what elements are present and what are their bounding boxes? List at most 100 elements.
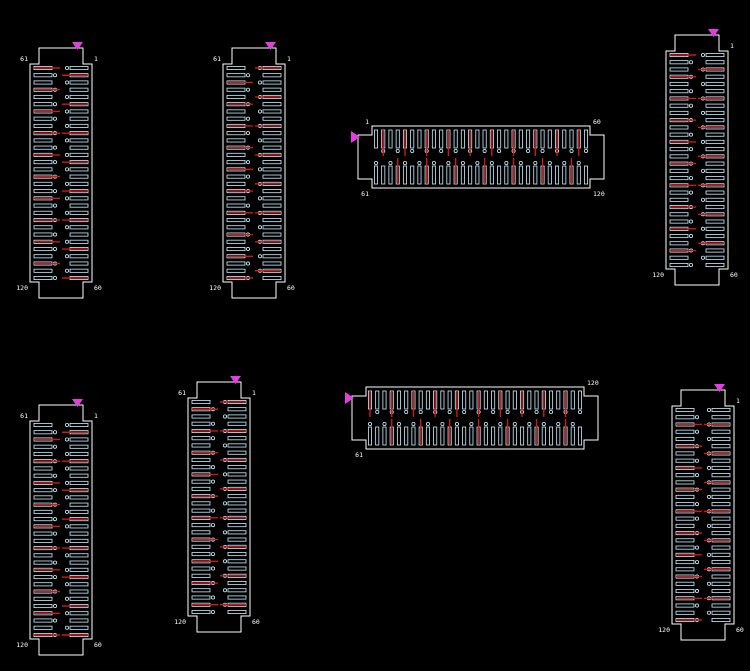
pin-pad [33, 145, 53, 150]
via [65, 167, 70, 172]
pin-pad [33, 495, 53, 500]
pin-pad [191, 486, 211, 491]
via [541, 421, 546, 426]
pin-pad [669, 168, 689, 173]
pin-pad [669, 125, 689, 130]
via [701, 139, 706, 144]
via [695, 516, 700, 521]
via [53, 203, 58, 208]
pin-pad [191, 566, 211, 571]
pin-pad [675, 494, 695, 499]
pin-pad [69, 589, 89, 594]
via [65, 225, 70, 230]
pin-pad [262, 218, 282, 223]
pin-pad [440, 426, 445, 446]
pin-pad [69, 502, 89, 507]
via [210, 552, 215, 557]
pin-pad [453, 129, 458, 149]
pin-number-label: 60 [94, 284, 102, 292]
via [689, 262, 694, 267]
pin-pad [33, 430, 53, 435]
pin-pad [711, 494, 731, 499]
pin-number-label: 61 [355, 451, 363, 459]
pin-pad [69, 611, 89, 616]
pin-pad [69, 203, 89, 208]
pin-pad [227, 552, 247, 557]
pin-pad [705, 205, 725, 210]
pin-pad [669, 190, 689, 195]
pin-pad [69, 567, 89, 572]
via [402, 160, 407, 165]
pin-pad [578, 426, 583, 446]
via [245, 247, 250, 252]
via [701, 110, 706, 115]
pin-pad [705, 139, 725, 144]
pin-pad [69, 254, 89, 259]
pin-pad [69, 109, 89, 114]
via [53, 444, 58, 449]
pin-pad [33, 596, 53, 601]
pin-pad [226, 174, 246, 179]
via [701, 81, 706, 86]
via [439, 148, 444, 153]
pin-pad [396, 426, 401, 446]
pin-pad [527, 390, 532, 410]
via [210, 610, 215, 615]
pin-pad [675, 480, 695, 485]
pin-pad [191, 552, 211, 557]
via [533, 160, 538, 165]
pin-pad [33, 422, 53, 427]
via [498, 421, 503, 426]
via [222, 588, 227, 593]
pin-pad [669, 255, 689, 260]
via [518, 160, 523, 165]
pin-pad [226, 131, 246, 136]
pin-pad [711, 603, 731, 608]
pin-pad [227, 559, 247, 564]
pin-pad [69, 87, 89, 92]
pin-1-marker-icon [230, 376, 241, 384]
via [707, 436, 712, 441]
via [570, 421, 575, 426]
pin-pad [469, 426, 474, 446]
pin-pad [411, 426, 416, 446]
via [53, 160, 58, 165]
via [695, 603, 700, 608]
pin-pad [191, 573, 211, 578]
via [65, 80, 70, 85]
pin-pad [404, 426, 409, 446]
via [245, 261, 250, 266]
pin-pad [226, 261, 246, 266]
pin-pad [518, 129, 523, 149]
via [53, 531, 58, 536]
via [257, 138, 262, 143]
via [245, 174, 250, 179]
pin-pad [382, 426, 387, 446]
via [53, 116, 58, 121]
pin-pad [669, 147, 689, 152]
pin-pad [33, 73, 53, 78]
via [701, 168, 706, 173]
pin-1-marker-icon [72, 399, 83, 407]
pin-pad [410, 129, 415, 149]
pin-pad [33, 560, 53, 565]
pin-pad [33, 80, 53, 85]
via [504, 160, 509, 165]
via [707, 465, 712, 470]
pin-pad [705, 89, 725, 94]
pin-pad [711, 458, 731, 463]
via [689, 190, 694, 195]
pin-pad [69, 618, 89, 623]
via [65, 582, 70, 587]
pin-number-label: 61 [20, 55, 28, 63]
via [396, 421, 401, 426]
pin-pad [504, 165, 509, 185]
pin-pad [69, 553, 89, 558]
pin-pad [262, 174, 282, 179]
pin-number-label: 120 [209, 284, 221, 292]
via [65, 611, 70, 616]
via [65, 152, 70, 157]
pin-pad [33, 451, 53, 456]
pin-pad [69, 145, 89, 150]
pin-pad [395, 129, 400, 149]
